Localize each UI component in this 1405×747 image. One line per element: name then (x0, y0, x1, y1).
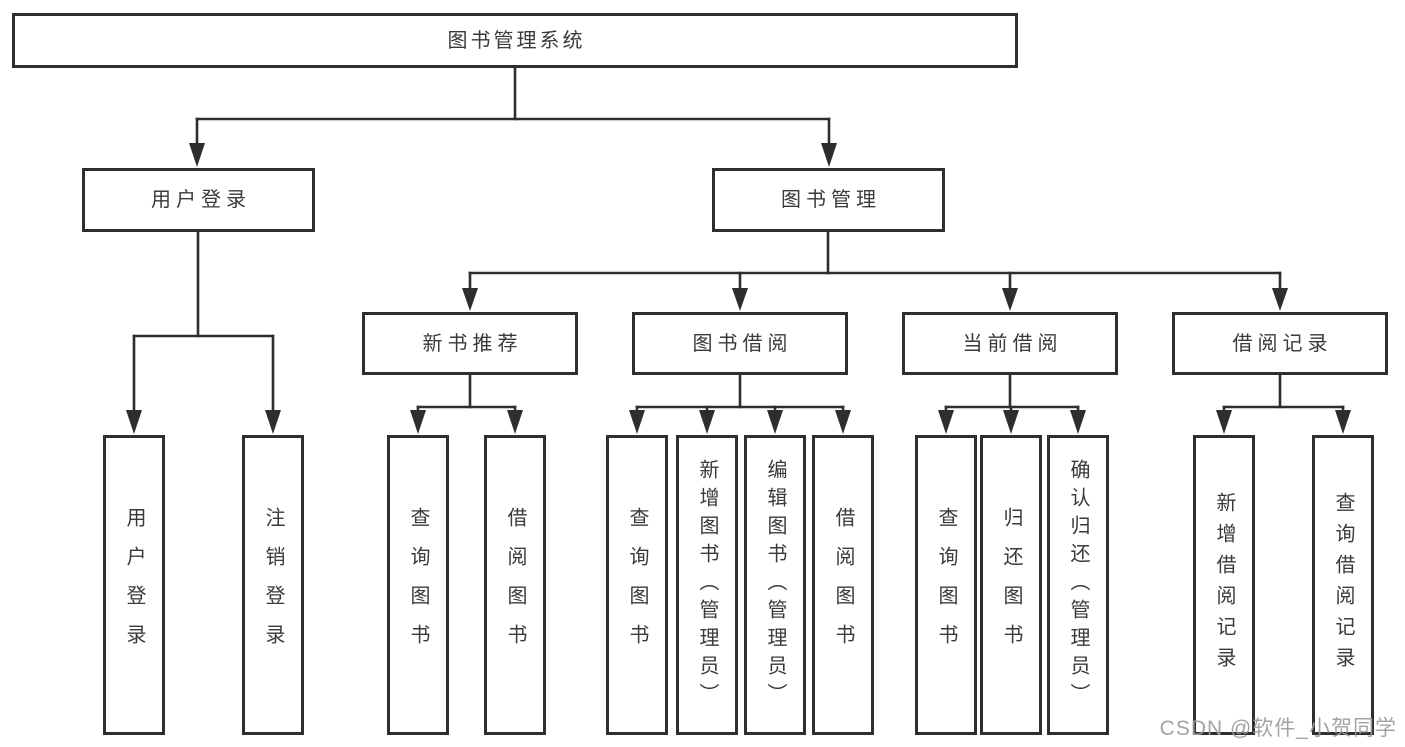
leaf-confirm-return-admin: 确认归还（管理员） (1047, 435, 1109, 735)
leaf-add-book-admin: 新增图书（管理员） (676, 435, 738, 735)
leaf-label: 查询图书 (626, 507, 648, 663)
leaf-label: 确认归还（管理员） (1067, 459, 1089, 711)
node-label: 用户登录 (151, 189, 251, 211)
node-label: 借阅记录 (1232, 332, 1333, 355)
leaf-borrow-books: 借阅图书 (812, 435, 874, 735)
leaf-label: 注销登录 (262, 507, 284, 663)
node-current-borrow: 当前借阅 (902, 312, 1118, 375)
node-book-management: 图书管理 (712, 168, 945, 232)
leaf-add-borrow-record: 新增借阅记录 (1193, 435, 1255, 735)
leaf-logout: 注销登录 (242, 435, 304, 735)
node-label: 图书管理 (781, 189, 881, 211)
leaf-label: 借阅图书 (504, 507, 526, 663)
arrowheads (126, 143, 1351, 434)
leaf-return-book: 归还图书 (980, 435, 1042, 735)
node-label: 图书管理系统 (447, 29, 586, 52)
node-book-borrow: 图书借阅 (632, 312, 848, 375)
node-borrow-records: 借阅记录 (1172, 312, 1388, 375)
leaf-label: 用户登录 (123, 507, 145, 663)
leaf-borrow-books-recommend: 借阅图书 (484, 435, 546, 735)
leaf-query-books-recommend: 查询图书 (387, 435, 449, 735)
node-library-management-system: 图书管理系统 (12, 13, 1018, 68)
leaf-label: 新增图书（管理员） (696, 459, 718, 711)
node-new-book-recommend: 新书推荐 (362, 312, 578, 375)
leaf-user-login: 用户登录 (103, 435, 165, 735)
leaf-label: 新增借阅记录 (1213, 492, 1235, 678)
leaf-label: 借阅图书 (832, 507, 854, 663)
leaf-query-borrow-record: 查询借阅记录 (1312, 435, 1374, 735)
leaf-label: 查询借阅记录 (1332, 492, 1354, 678)
leaf-label: 查询图书 (935, 507, 957, 663)
leaf-label: 归还图书 (1000, 507, 1022, 663)
node-label: 当前借阅 (962, 332, 1063, 355)
watermark: CSDN @软件_小贺同学 (1159, 717, 1397, 740)
leaf-label: 编辑图书（管理员） (764, 459, 786, 711)
leaf-edit-book-admin: 编辑图书（管理员） (744, 435, 806, 735)
leaf-query-books-borrow: 查询图书 (606, 435, 668, 735)
node-label: 图书借阅 (692, 332, 793, 355)
leaf-query-books-current: 查询图书 (915, 435, 977, 735)
node-label: 新书推荐 (422, 332, 523, 355)
leaf-label: 查询图书 (407, 507, 429, 663)
node-user-login: 用户登录 (82, 168, 315, 232)
